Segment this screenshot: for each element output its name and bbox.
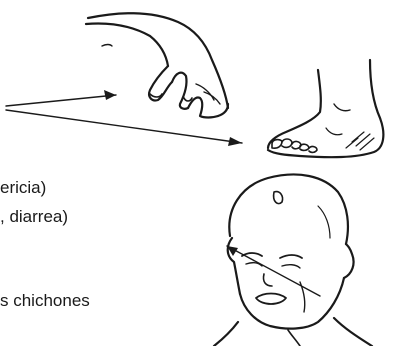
label-line-2: , diarrea) [0,207,68,227]
label-line-3: s chichones [0,291,90,311]
baby-face-drawing [214,174,372,346]
label-line-1: ericia) [0,178,46,198]
swollen-foot-drawing [268,60,383,157]
pointing-hand-drawing [86,13,228,117]
